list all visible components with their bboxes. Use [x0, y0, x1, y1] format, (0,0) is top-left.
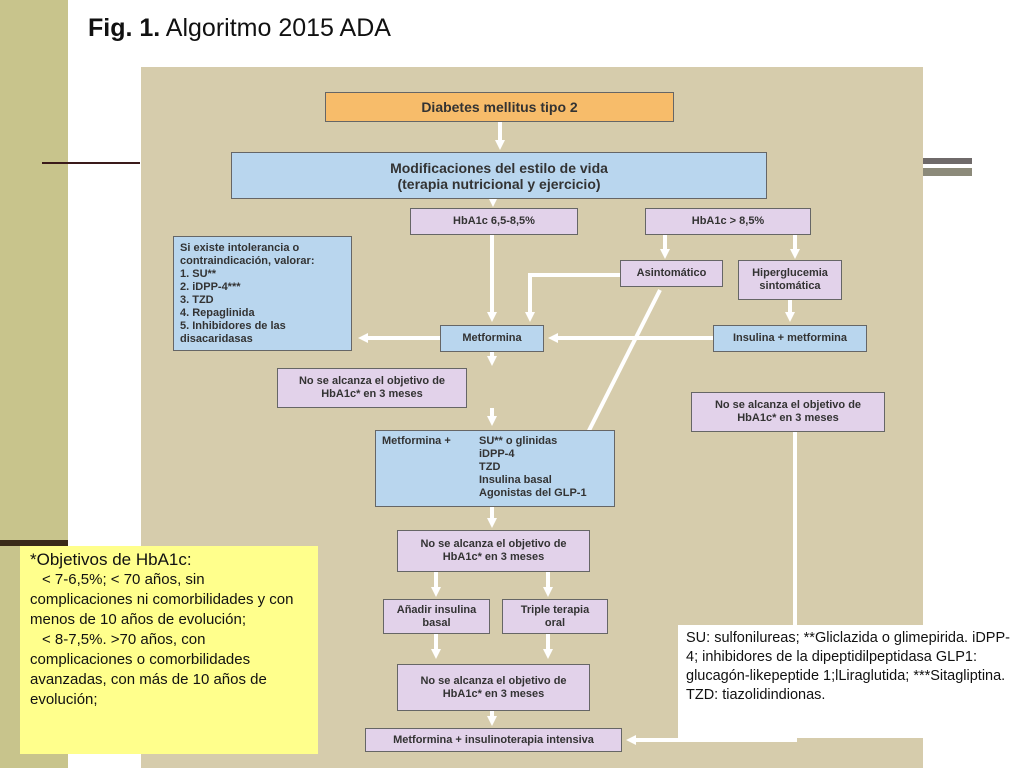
title-rule-right: [922, 158, 972, 164]
box-not-reached-2: No se alcanza el objetivo de HbA1c* en 3…: [397, 530, 590, 572]
combo-left-label: Metformina +: [382, 435, 451, 447]
figure-label: Fig. 1.: [88, 14, 161, 42]
box-hyperglycemia: Hiperglucemia sintomática: [738, 260, 842, 300]
box-intolerance: Si existe intolerancia o contraindicació…: [173, 236, 352, 351]
hba-objectives-line-2: < 8-7,5%. >70 años, con complicaciones o…: [30, 631, 267, 708]
box-metformin-combo: Metformina + SU** o glinidas iDPP-4 TZD …: [375, 430, 615, 507]
arrow-right-final: [626, 432, 797, 745]
box-diabetes-type2: Diabetes mellitus tipo 2: [325, 92, 674, 122]
hba-objectives-heading: *Objetivos de HbA1c:: [30, 550, 192, 569]
box-not-reached-1: No se alcanza el objetivo de HbA1c* en 3…: [277, 368, 467, 408]
box-not-reached-3: No se alcanza el objetivo de HbA1c* en 3…: [397, 664, 590, 711]
hba-objectives-line-1: < 7-6,5%; < 70 años, sin complicaciones …: [30, 571, 294, 628]
arrow-asym-metformin: [525, 273, 620, 322]
box-not-reached-right: No se alcanza el objetivo de HbA1c* en 3…: [691, 392, 885, 432]
box-asymptomatic: Asintomático: [620, 260, 723, 287]
box-hba-6-5-8-5: HbA1c 6,5-8,5%: [410, 208, 578, 235]
title-rule-right-2: [922, 168, 972, 176]
abbreviations-note: SU: sulfonilureas; **Gliclazida o glimep…: [678, 625, 1024, 738]
left-decor-stripe: [0, 540, 68, 546]
title-rule-left: [42, 162, 140, 164]
hba-objectives-note: *Objetivos de HbA1c: < 7-6,5%; < 70 años…: [20, 546, 318, 754]
box-lifestyle: Modificaciones del estilo de vida (terap…: [231, 152, 767, 199]
box-hba-over-8-5: HbA1c > 8,5%: [645, 208, 811, 235]
box-add-insulin: Añadir insulina basal: [383, 599, 490, 634]
box-final-therapy: Metformina + insulinoterapia intensiva: [365, 728, 622, 752]
box-triple-therapy: Triple terapia oral: [502, 599, 608, 634]
combo-right-list: SU** o glinidas iDPP-4 TZD Insulina basa…: [479, 435, 587, 499]
box-insulin-metformin: Insulina + metformina: [713, 325, 867, 352]
figure-title: Algoritmo 2015 ADA: [160, 14, 391, 42]
box-metformin: Metformina: [440, 325, 544, 352]
slide-title: Fig. 1. Algoritmo 2015 ADA: [88, 14, 391, 43]
